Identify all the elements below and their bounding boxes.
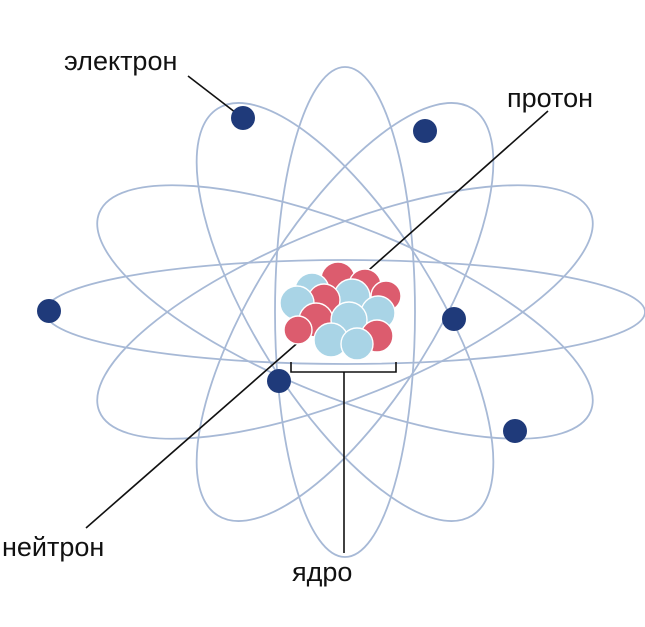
pointer-lines bbox=[85, 75, 549, 553]
orbit bbox=[274, 66, 416, 558]
orbit bbox=[96, 184, 594, 440]
nucleus-label: ядро bbox=[292, 557, 352, 587]
nucleus bbox=[279, 261, 402, 361]
electron bbox=[413, 119, 437, 143]
neutron-label: нейтрон bbox=[2, 532, 104, 562]
electron-label: электрон bbox=[64, 46, 177, 76]
electron bbox=[37, 299, 61, 323]
orbit bbox=[195, 102, 495, 522]
neutron-pointer bbox=[85, 324, 319, 529]
electrons bbox=[37, 106, 527, 443]
orbit bbox=[195, 102, 495, 522]
neutron bbox=[340, 327, 374, 361]
electron bbox=[503, 419, 527, 443]
proton-pointer bbox=[351, 110, 549, 286]
electron bbox=[267, 369, 291, 393]
electron bbox=[442, 307, 466, 331]
proton bbox=[283, 315, 313, 345]
electron-pointer bbox=[187, 75, 241, 117]
electron bbox=[231, 106, 255, 130]
orbit bbox=[96, 184, 594, 440]
proton-label: протон bbox=[507, 83, 593, 113]
orbits bbox=[44, 66, 645, 558]
